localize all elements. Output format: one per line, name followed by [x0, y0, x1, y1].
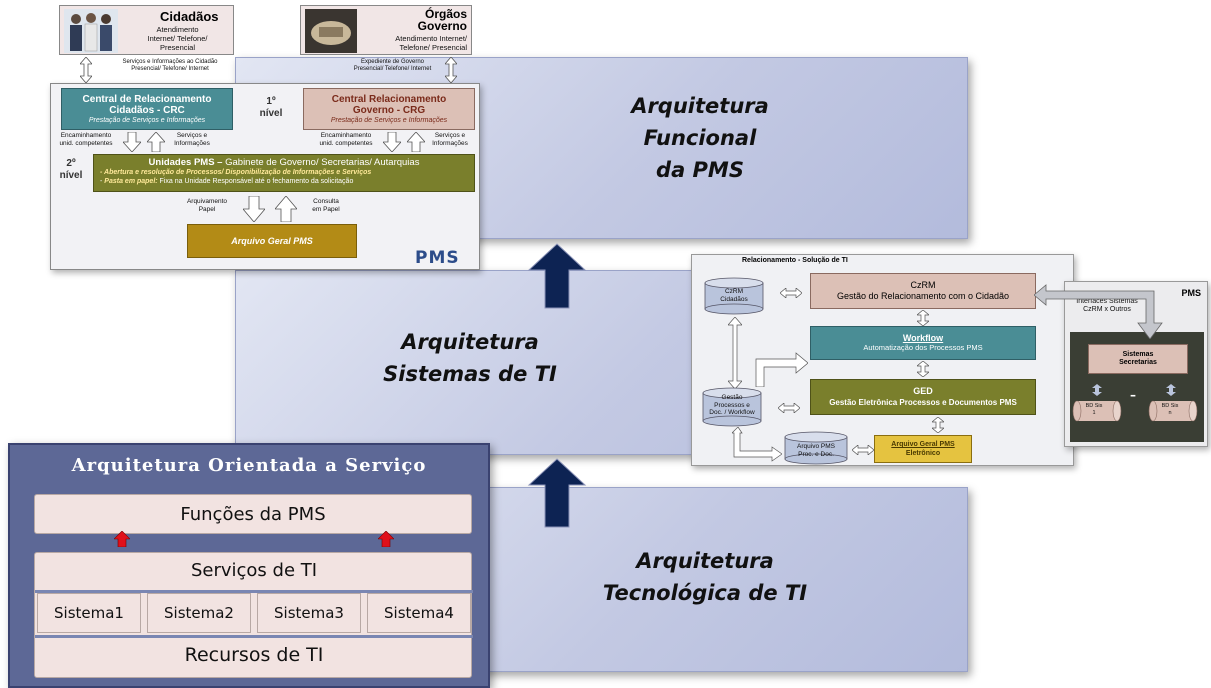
- red-arrow-icon: [114, 531, 130, 547]
- crc-box: Central de Relacionamento Cidadãos - CRC…: [61, 88, 233, 130]
- up-arrow-icon: [527, 243, 587, 309]
- sistema-3-box: Sistema3: [257, 593, 361, 633]
- bent-arrow-icon: [755, 352, 808, 387]
- double-arrow-icon: [1092, 384, 1102, 396]
- servicos-ti-label: Serviços de TI: [190, 560, 318, 581]
- people-icon: [64, 9, 118, 53]
- database-icon: [1148, 400, 1198, 422]
- unidades-pms-box: Unidades PMS – Gabinete de Governo/ Secr…: [93, 154, 475, 192]
- double-arrow-icon: [778, 403, 800, 413]
- up-arrow-icon: [527, 458, 587, 528]
- down-arrow-icon: [243, 196, 265, 222]
- sistema-1-box: Sistema1: [37, 593, 141, 633]
- recursos-ti-label: Recursos de TI: [184, 644, 324, 666]
- dash-separator: –: [1130, 388, 1136, 402]
- sistema-2-box: Sistema2: [147, 593, 251, 633]
- double-arrow-icon: [445, 57, 457, 83]
- funcoes-pms-bar: Funções da PMS: [34, 494, 472, 534]
- soa-divider: [35, 590, 473, 593]
- soa-divider: [35, 635, 473, 638]
- pms-logo: PMS: [415, 248, 460, 268]
- soa-panel: Arquitetura Orientada a Serviço Funções …: [8, 443, 490, 688]
- database-icon: [784, 431, 848, 465]
- up-arrow-small-icon: [275, 196, 297, 222]
- up-arrow-small-icon: [147, 132, 165, 152]
- cidadaos-title: Cidadãos: [160, 9, 219, 24]
- double-arrow-icon: [917, 310, 929, 326]
- red-arrow-icon: [378, 531, 394, 547]
- bent-arrow-icon: [1034, 284, 1163, 339]
- double-arrow-icon: [1166, 384, 1176, 396]
- down-arrow-icon: [123, 132, 141, 152]
- double-arrow-icon: [780, 288, 802, 298]
- arquivo-geral-box: Arquivo Geral PMS: [187, 224, 357, 258]
- soa-title: Arquitetura Orientada a Serviço: [71, 455, 427, 476]
- double-arrow-icon: [917, 361, 929, 377]
- keyboard-icon: [305, 9, 357, 53]
- double-arrow-icon: [728, 317, 742, 389]
- double-arrow-icon: [932, 417, 944, 433]
- crg-box: Central Relacionamento Governo - CRG Pre…: [303, 88, 475, 130]
- workflow-box: Workflow Automatização dos Processos PMS: [810, 326, 1036, 360]
- down-arrow-icon: [383, 132, 401, 152]
- czrm-box: CzRM Gestão do Relacionamento com o Cida…: [810, 273, 1036, 309]
- sistema-4-box: Sistema4: [367, 593, 471, 633]
- up-arrow-small-icon: [407, 132, 425, 152]
- funcional-frame: Central de Relacionamento Cidadãos - CRC…: [50, 83, 480, 270]
- pms-side-title: PMS: [1181, 288, 1201, 298]
- servicos-container: Serviços de TI Sistema1 Sistema2 Sistema…: [34, 552, 473, 678]
- ged-box: GED Gestão Eletrônica Processos e Docume…: [810, 379, 1036, 415]
- orgaos-sub: Atendimento Internet/Telefone/ Presencia…: [395, 34, 467, 52]
- database-icon: [704, 277, 764, 315]
- double-arrow-icon: [80, 57, 92, 83]
- database-icon: [1072, 400, 1122, 422]
- double-arrow-icon: [852, 445, 874, 455]
- database-icon: [702, 387, 762, 427]
- ti-diagram-title: Relacionamento - Solução de TI: [742, 257, 848, 264]
- bent-arrow-icon: [732, 427, 782, 462]
